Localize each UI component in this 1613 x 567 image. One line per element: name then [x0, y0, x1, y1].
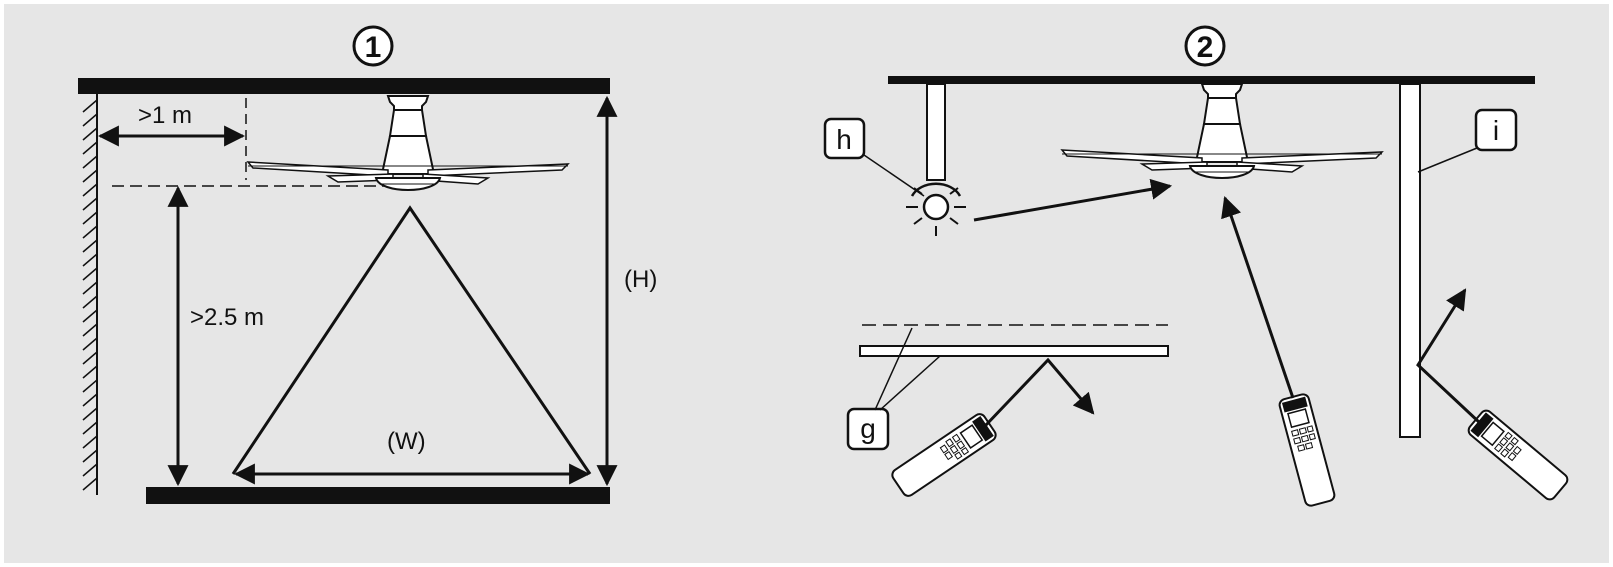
panel-2-number-circle	[1184, 25, 1226, 67]
panel-1-number-circle	[352, 25, 394, 67]
ceiling-slab	[78, 78, 610, 94]
panel-2: 2 h i g	[823, 25, 1571, 509]
wall-hatch-line	[82, 239, 98, 253]
wall-hatch-line	[82, 449, 98, 463]
panel-1-number: 1	[365, 31, 382, 64]
light-label-box	[823, 117, 866, 160]
ceiling-bar	[888, 76, 1535, 84]
direct-signal-arrow	[1221, 196, 1295, 399]
wall-hatch-line	[82, 407, 98, 421]
wall-hatch-line	[82, 99, 98, 113]
wall-hatch-line	[82, 477, 98, 491]
wall-hatch-line	[82, 463, 98, 477]
wall-hatch-line	[82, 337, 98, 351]
wall-hatch-line	[82, 197, 98, 211]
wall-hatch-line	[82, 169, 98, 183]
room-height-label: (H)	[624, 266, 657, 293]
wall-hatch-line	[82, 295, 98, 309]
wall-hatch-line	[82, 351, 98, 365]
glass-leader-line-1	[874, 327, 913, 411]
wall-hatch-line	[82, 253, 98, 267]
wall-hatch-line	[82, 225, 98, 239]
wall-hatch-line	[82, 309, 98, 323]
light-interference-arrow	[973, 178, 1173, 222]
obstacle-label-box	[1474, 108, 1518, 152]
wall-hatch-line	[82, 267, 98, 281]
coverage-width-label: (W)	[387, 428, 426, 455]
obstacle-label: i	[1493, 115, 1499, 146]
wall-hatch-line	[82, 365, 98, 379]
glass-label-box	[846, 407, 890, 451]
pillar-reflection-path	[1416, 288, 1482, 425]
obstacle-pillar	[1399, 83, 1421, 438]
glass-label: g	[860, 413, 876, 444]
light-stem	[926, 83, 946, 181]
wall-hatch-line	[82, 211, 98, 225]
side-clearance-label: >1 m	[138, 102, 192, 129]
wall-hatch-line	[82, 155, 98, 169]
glass-pane	[859, 345, 1169, 357]
wall-hatch-line	[82, 393, 98, 407]
light-leader-line	[863, 154, 925, 197]
wall-hatch-line	[82, 281, 98, 295]
panel-2-number: 2	[1197, 31, 1214, 64]
obstacle-leader-line	[1417, 147, 1478, 173]
coverage-cone	[231, 205, 592, 475]
wall-hatching	[82, 99, 98, 491]
wall-hatch-line	[82, 141, 98, 155]
wall-hatch-line	[82, 379, 98, 393]
glass-reflection-path	[984, 357, 1095, 427]
wall-hatch-line	[82, 113, 98, 127]
wall-hatch-line	[82, 323, 98, 337]
glass-leader-line-2	[879, 355, 941, 411]
wall-hatch-line	[82, 127, 98, 141]
wall-hatch-line	[82, 421, 98, 435]
light-label: h	[836, 124, 852, 155]
floor-slab	[146, 487, 610, 504]
panel-1: 1 >1 m >2.5 m (H) (W)	[78, 25, 657, 504]
floor-height-label: >2.5 m	[190, 304, 264, 331]
wall-hatch-line	[82, 183, 98, 197]
wall-hatch-line	[82, 435, 98, 449]
